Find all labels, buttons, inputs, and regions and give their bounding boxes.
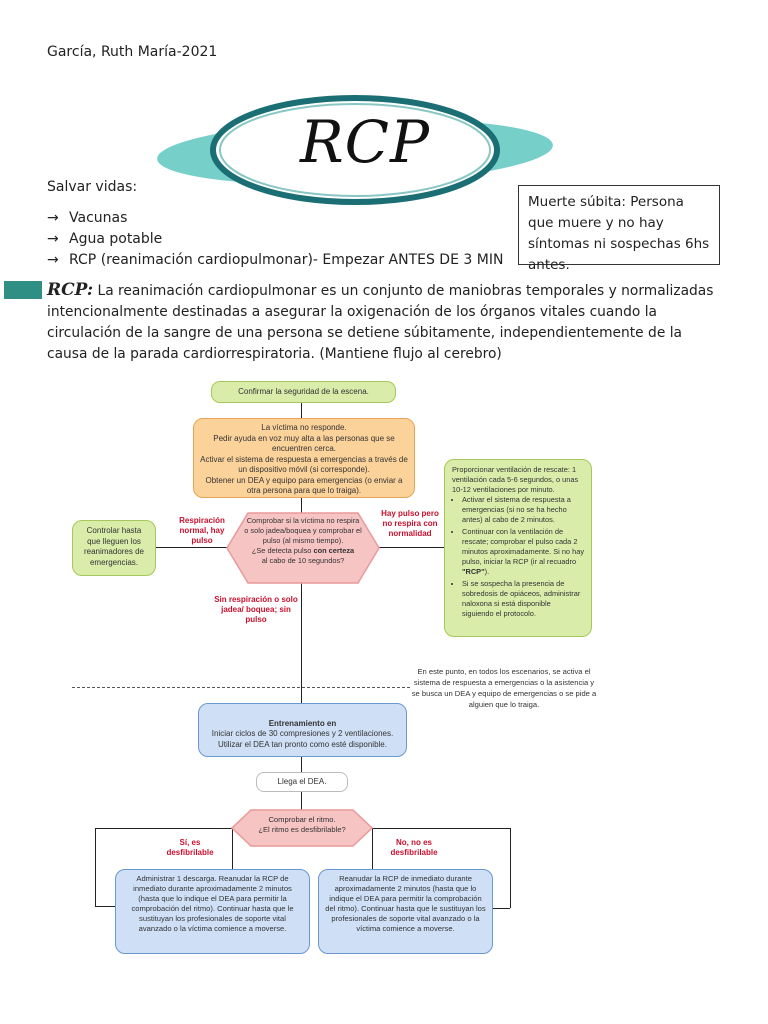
arrow-icon: → — [47, 252, 59, 268]
rescue-breathing-box: Proporcionar ventilación de rescate: 1 v… — [444, 459, 592, 637]
confirm-scene-box: Confirmar la seguridad de la escena. — [211, 381, 396, 403]
save-heading: Salvar vidas: — [47, 179, 138, 195]
list-item: →Vacunas — [47, 208, 503, 229]
no-shock-box: Reanudar la RCP de inmediato durante apr… — [318, 869, 493, 954]
definition-term: RCP: — [47, 280, 94, 300]
arrow-icon: → — [47, 210, 59, 226]
shock-box: Administrar 1 descarga. Reanudar la RCP … — [115, 869, 310, 954]
no-breathing-label: Sin respiración o solo jadea/ boquea; si… — [214, 595, 298, 624]
list-item: →Agua potable — [47, 229, 503, 250]
sudden-death-box: Muerte súbita: Persona que muere y no ha… — [518, 185, 720, 273]
non-shockable-label: No, no es desfibrilable — [390, 838, 438, 857]
rhythm-check-diamond — [231, 809, 373, 847]
aed-arrives-box: Llega el DEA. — [256, 772, 348, 792]
arrow-icon: → — [47, 231, 59, 247]
definition-paragraph: RCP: La reanimación cardiopulmonar es un… — [47, 280, 723, 365]
save-list: →Vacunas →Agua potable →RCP (reanimación… — [47, 208, 503, 271]
activation-note: En este punto, en todos los escenarios, … — [411, 667, 597, 709]
list-item: →RCP (reanimación cardiopulmonar)- Empez… — [47, 250, 503, 271]
rhythm-check-text: Comprobar el ritmo. ¿El ritmo es desfibr… — [258, 815, 346, 834]
teal-marker — [4, 281, 42, 299]
definition-text: La reanimación cardiopulmonar es un conj… — [47, 283, 714, 362]
author-line: García, Ruth María-2021 — [47, 44, 218, 60]
monitor-box: Controlar hasta que lleguen los reanimad… — [72, 520, 156, 576]
normal-breathing-label: Respiración normal, hay pulso — [179, 516, 225, 545]
pulse-check-text: Comprobar si la víctima no respira o sol… — [244, 516, 362, 565]
pulse-no-breathing-label: Hay pulso pero no respira con normalidad — [381, 509, 439, 538]
page-title: RCP — [300, 108, 431, 176]
shockable-label: Sí, es desfibrilable — [166, 838, 214, 857]
victim-unresponsive-box: La víctima no responde. Pedir ayuda en v… — [193, 418, 415, 498]
pulse-check-diamond — [226, 512, 380, 584]
title-ellipse-decoration — [157, 95, 553, 205]
